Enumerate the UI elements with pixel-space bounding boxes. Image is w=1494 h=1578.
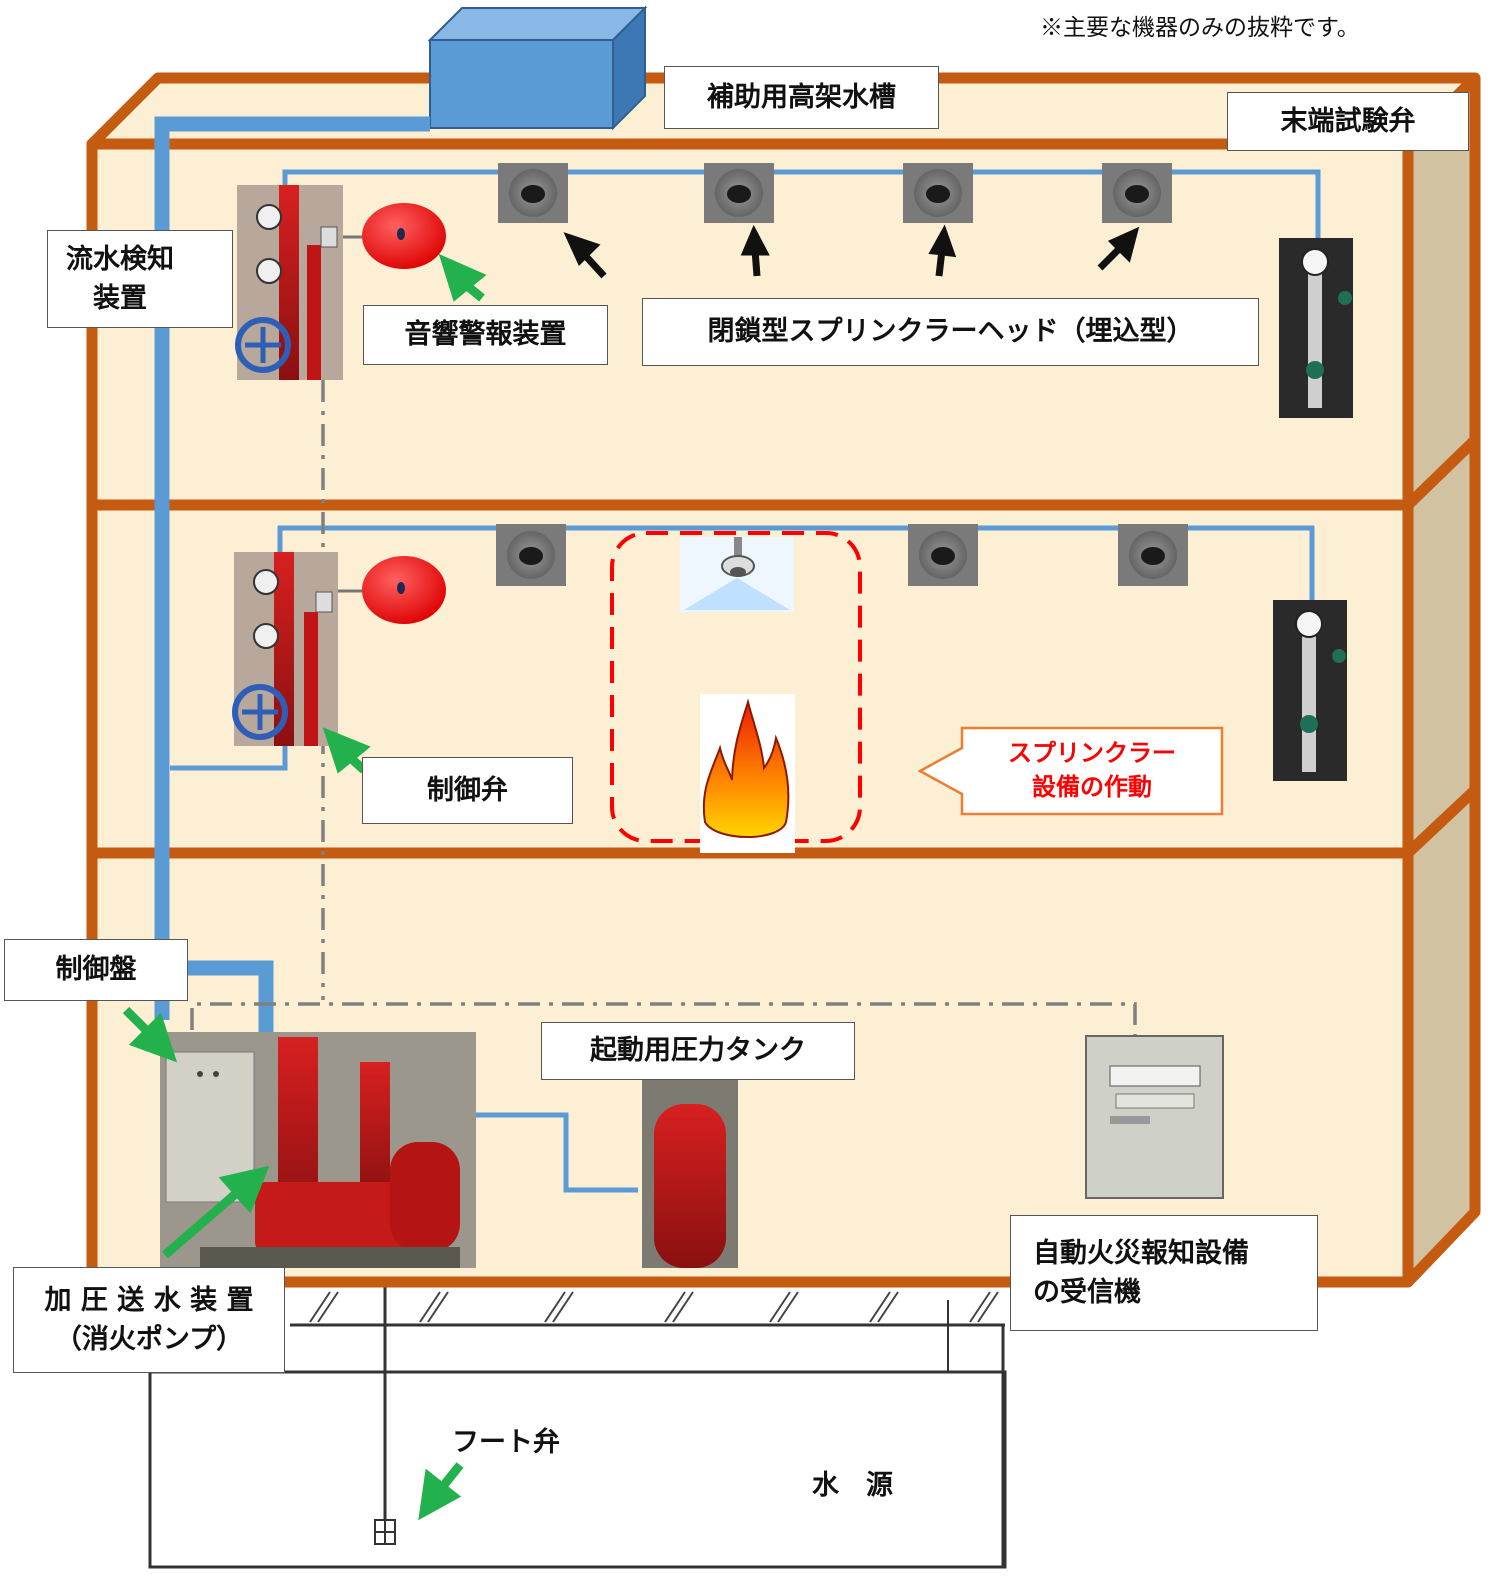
head-pointer-arrows bbox=[563, 224, 1140, 279]
callout-box bbox=[917, 726, 1224, 816]
fire-pump-icon bbox=[160, 1032, 476, 1268]
sprinkler-heads bbox=[496, 163, 1188, 586]
alarm-bell-icon bbox=[343, 203, 446, 269]
water-tank-outline bbox=[148, 1370, 1007, 1569]
label-fire-pump: 加 圧 送 水 装 置 （消火ポンプ） bbox=[13, 1267, 285, 1373]
label-fire-alarm-receiver: 自動火災報知設備 の受信機 bbox=[1010, 1215, 1318, 1331]
callout-sprinkler-activation: スプリンクラー 設備の作動 bbox=[962, 728, 1222, 814]
underground-area bbox=[148, 1270, 1007, 1569]
flow-detector-valve-icon bbox=[232, 552, 338, 746]
sprinkler-spray-icon bbox=[680, 537, 794, 612]
floor2-branch-pipe bbox=[277, 525, 1315, 600]
sprinkler-head-icon bbox=[1118, 524, 1188, 586]
label-foot-valve: フート弁 bbox=[452, 1427, 560, 1458]
fire-icon bbox=[700, 694, 795, 853]
sprinkler-head-icon bbox=[498, 163, 568, 223]
pressure-tank-icon bbox=[642, 1080, 738, 1268]
label-sprinkler-head: 閉鎖型スプリンクラーヘッド（埋込型） bbox=[642, 298, 1259, 366]
fire-alarm-receiver-icon bbox=[1085, 1035, 1224, 1199]
pump-connection-pipe bbox=[162, 960, 274, 1035]
label-auxiliary-tank: 補助用高架水槽 bbox=[664, 66, 939, 129]
activation-zone bbox=[610, 531, 862, 853]
sprinkler-head-icon bbox=[496, 524, 566, 586]
riser-pipe bbox=[154, 116, 430, 1020]
sprinkler-head-icon bbox=[704, 163, 774, 223]
label-end-test-valve: 末端試験弁 bbox=[1227, 92, 1469, 151]
label-pressure-tank: 起動用圧力タンク bbox=[541, 1022, 855, 1080]
label-control-valve: 制御弁 bbox=[362, 757, 573, 824]
green-arrows bbox=[122, 253, 487, 1521]
alarm-bell-icon bbox=[338, 556, 446, 624]
foot-valve-icon bbox=[374, 1519, 396, 1545]
auxiliary-tank-icon bbox=[427, 5, 648, 131]
callout-line-1: スプリンクラー bbox=[1008, 739, 1176, 768]
flow-detector-valve-icon bbox=[235, 185, 343, 380]
label-water-source: 水 源 bbox=[812, 1470, 893, 1501]
sprinkler-head-icon bbox=[1102, 163, 1172, 223]
footnote: ※主要な機器のみの抜粋です。 bbox=[1040, 15, 1360, 41]
end-test-valve-icon bbox=[1273, 600, 1347, 781]
sprinkler-head-icon bbox=[908, 524, 978, 586]
piping bbox=[154, 116, 1321, 1193]
label-flow-detector: 流水検知 装置 bbox=[47, 230, 233, 328]
end-test-valve-icon bbox=[1279, 238, 1353, 418]
label-control-panel: 制御盤 bbox=[4, 939, 188, 1001]
tank-connection-pipe bbox=[476, 1112, 638, 1193]
sprinkler-head-icon bbox=[903, 163, 973, 223]
label-alarm-device: 音響警報装置 bbox=[363, 305, 608, 365]
callout-line-2: 設備の作動 bbox=[1032, 773, 1152, 801]
